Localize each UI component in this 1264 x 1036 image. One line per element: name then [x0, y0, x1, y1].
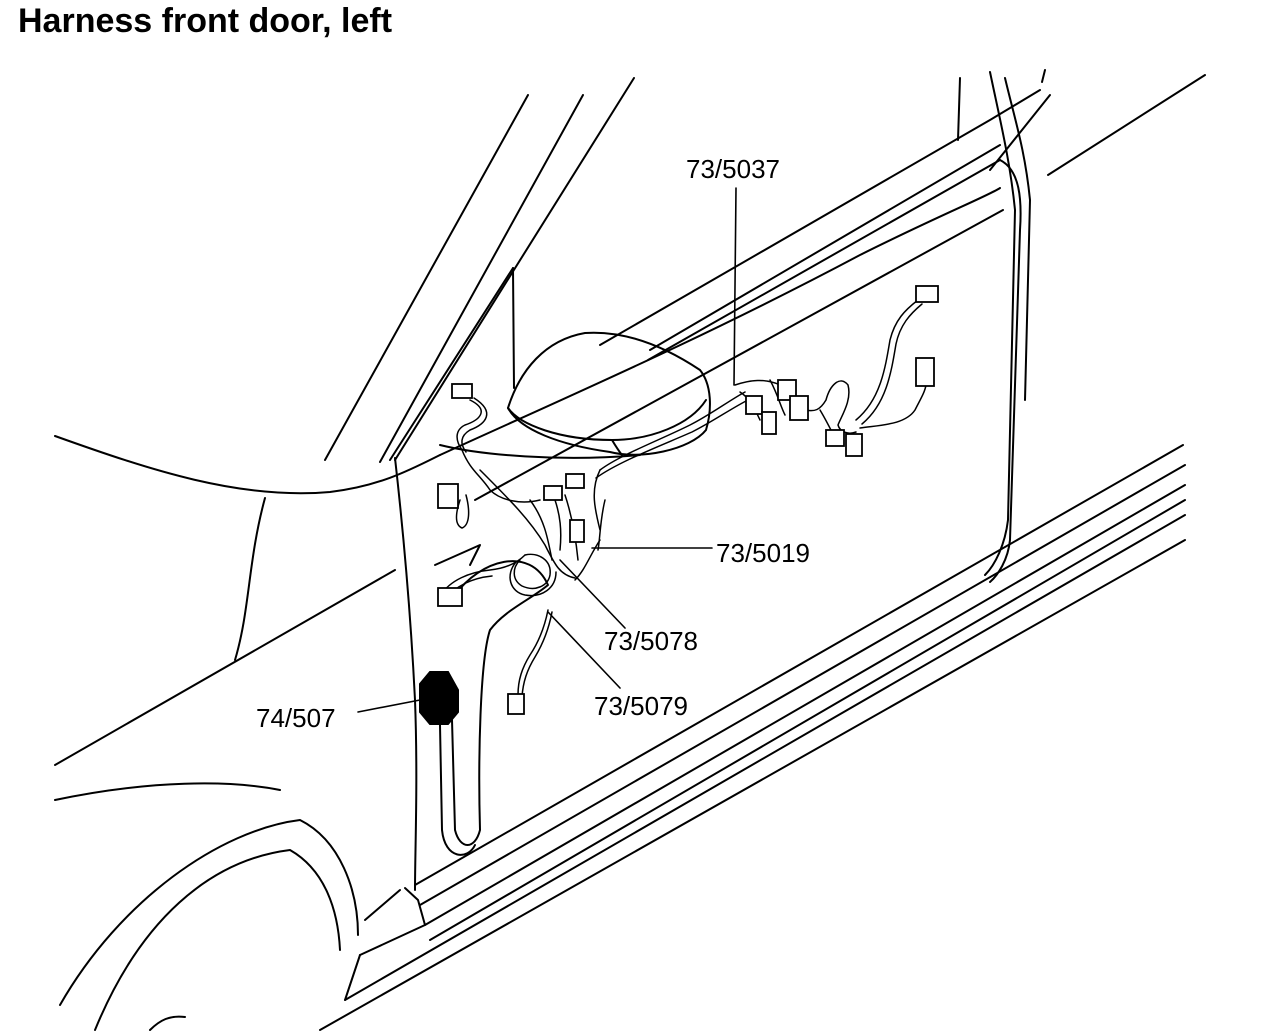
callout-73-5078: 73/5078 — [604, 626, 698, 656]
grommet — [419, 671, 459, 725]
sill — [319, 444, 1186, 1031]
fender — [54, 435, 441, 801]
mirror-housing — [439, 331, 711, 459]
wheel-arch — [59, 819, 359, 1031]
callout-73-5019: 73/5019 — [716, 538, 810, 568]
page-title: Harness front door, left — [18, 2, 393, 40]
a-pillar — [324, 77, 635, 463]
connectors — [437, 285, 939, 715]
leader-lines — [357, 187, 737, 713]
callout-73-5037: 73/5037 — [686, 154, 780, 184]
door-outline — [394, 69, 1206, 891]
callout-74-507: 74/507 — [256, 703, 336, 733]
harness-channel — [434, 544, 549, 856]
callout-73-5079: 73/5079 — [594, 691, 688, 721]
